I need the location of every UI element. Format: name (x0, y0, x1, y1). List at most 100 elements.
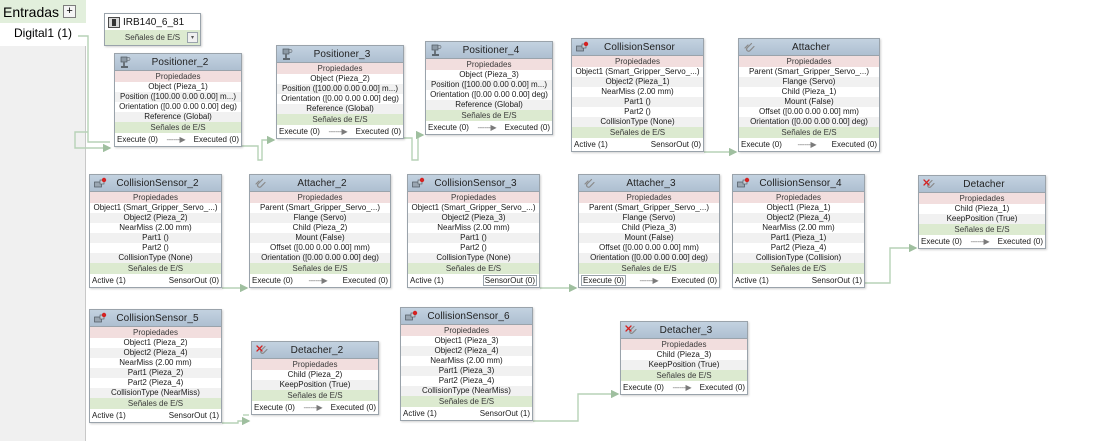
property-row[interactable]: Reference (Global) (115, 112, 241, 122)
property-row[interactable]: Orientation ([0.00 0.00 0.00] deg) (579, 253, 719, 263)
property-row[interactable]: CollisionType (None) (572, 117, 703, 127)
property-row[interactable]: Part1 () (408, 233, 539, 243)
property-row[interactable]: NearMiss (2.00 mm) (430, 356, 503, 365)
port-input[interactable]: Execute (0) (252, 276, 293, 285)
property-row[interactable]: Child (Pieza_1) (781, 87, 837, 96)
property-row[interactable]: CollisionType (NearMiss) (401, 386, 532, 396)
property-row[interactable]: Mount (False) (739, 97, 879, 107)
property-row[interactable]: NearMiss (2.00 mm) (762, 223, 835, 232)
property-row[interactable]: Object2 (Pieza_1) (572, 77, 703, 87)
add-input-button[interactable]: + (63, 5, 77, 18)
port-output[interactable]: SensorOut (0) (168, 276, 219, 285)
property-row[interactable]: Object1 (Smart_Gripper_Servo_...) (575, 67, 700, 76)
port-output[interactable]: SensorOut (1) (168, 411, 219, 420)
property-row[interactable]: Orientation ([0.00 0.00 0.00] deg) (739, 117, 879, 127)
port-input[interactable]: Execute (0) (117, 135, 158, 144)
property-row[interactable]: Part1 () (90, 233, 221, 243)
property-row[interactable]: Flange (Servo) (250, 213, 390, 223)
property-row[interactable]: Object1 (Pieza_2) (123, 338, 188, 347)
port-input[interactable]: Active (1) (92, 411, 126, 420)
port-input[interactable]: Active (1) (735, 276, 769, 285)
port-input[interactable]: Execute (0) (428, 123, 469, 132)
property-row[interactable]: Child (Pieza_1) (954, 204, 1010, 213)
property-row[interactable]: Object2 (Pieza_3) (408, 213, 539, 223)
property-row[interactable]: Orientation ([0.00 0.00 0.00] deg) (119, 102, 237, 111)
property-row[interactable]: CollisionType (None) (90, 253, 221, 263)
property-row[interactable]: CollisionType (None) (408, 253, 539, 263)
property-row[interactable]: Child (Pieza_2) (287, 370, 343, 379)
port-output[interactable]: Executed (0) (671, 276, 717, 285)
property-row[interactable]: Object2 (Pieza_2) (90, 213, 221, 223)
port-input[interactable]: Execute (0) (279, 127, 320, 136)
port-output[interactable]: SensorOut (0) (482, 275, 537, 286)
property-row[interactable]: Object1 (Pieza_3) (434, 336, 499, 345)
property-row[interactable]: Offset ([0.00 0.00 0.00] mm) (270, 243, 370, 252)
port-output[interactable]: Executed (0) (997, 237, 1043, 246)
property-row[interactable]: Flange (Servo) (579, 213, 719, 223)
property-row[interactable]: Part2 (Pieza_4) (127, 378, 184, 387)
property-row[interactable]: Object (Pieza_2) (310, 74, 370, 83)
property-row[interactable]: Position ([100.00 0.00 0.00] m...) (426, 80, 552, 90)
port-output[interactable]: Executed (0) (355, 127, 401, 136)
property-row[interactable]: Part2 () (142, 243, 169, 252)
property-row[interactable]: Flange (Servo) (739, 77, 879, 87)
port-input[interactable]: Execute (0) (581, 275, 626, 286)
property-row[interactable]: Parent (Smart_Gripper_Servo_...) (748, 67, 870, 76)
property-row[interactable]: Object (Pieza_3) (459, 70, 519, 79)
property-row[interactable]: Reference (Global) (277, 104, 403, 114)
property-row[interactable]: Object2 (Pieza_4) (733, 213, 864, 223)
property-row[interactable]: Position ([100.00 0.00 0.00] m...) (115, 92, 241, 102)
property-row[interactable]: KeepPosition (True) (252, 380, 378, 390)
property-row[interactable]: NearMiss (2.00 mm) (119, 223, 192, 232)
port-output[interactable]: Executed (0) (831, 140, 877, 149)
property-row[interactable]: Part2 () (624, 107, 651, 116)
property-row[interactable]: Object1 (Smart_Gripper_Servo_...) (411, 203, 536, 212)
port-output[interactable]: Executed (0) (699, 383, 745, 392)
property-row[interactable]: Mount (False) (250, 233, 390, 243)
port-input[interactable]: Active (1) (403, 409, 437, 418)
property-row[interactable]: Object2 (Pieza_4) (401, 346, 532, 356)
port-output[interactable]: Executed (0) (504, 123, 550, 132)
port-output[interactable]: Executed (0) (342, 276, 388, 285)
property-row[interactable]: Object1 (Pieza_1) (766, 203, 831, 212)
property-row[interactable]: Parent (Smart_Gripper_Servo_...) (259, 203, 381, 212)
port-input[interactable]: Active (1) (574, 140, 608, 149)
property-row[interactable]: Child (Pieza_3) (621, 223, 677, 232)
device-node-irb140[interactable]: IRB140_6_81 Señales de E/S ▾ (104, 13, 201, 46)
property-row[interactable]: Part1 (Pieza_2) (90, 368, 221, 378)
property-row[interactable]: NearMiss (2.00 mm) (437, 223, 510, 232)
property-row[interactable]: KeepPosition (True) (621, 360, 747, 370)
property-row[interactable]: NearMiss (2.00 mm) (119, 358, 192, 367)
port-output[interactable]: SensorOut (1) (479, 409, 530, 418)
property-row[interactable]: CollisionType (NearMiss) (90, 388, 221, 398)
property-row[interactable]: Offset ([0.00 0.00 0.00] mm) (599, 243, 699, 252)
property-row[interactable]: Object1 (Smart_Gripper_Servo_...) (93, 203, 218, 212)
port-input[interactable]: Execute (0) (254, 403, 295, 412)
port-output[interactable]: Executed (0) (330, 403, 376, 412)
port-output[interactable]: SensorOut (0) (650, 140, 701, 149)
property-row[interactable]: Child (Pieza_3) (656, 350, 712, 359)
property-row[interactable]: Part2 () (460, 243, 487, 252)
port-input[interactable]: Execute (0) (741, 140, 782, 149)
property-row[interactable]: Orientation ([0.00 0.00 0.00] deg) (430, 90, 548, 99)
property-row[interactable]: Parent (Smart_Gripper_Servo_...) (588, 203, 710, 212)
property-row[interactable]: Position ([100.00 0.00 0.00] m...) (277, 84, 403, 94)
property-row[interactable]: Part2 (Pieza_4) (438, 376, 495, 385)
property-row[interactable]: Offset ([0.00 0.00 0.00] mm) (759, 107, 859, 116)
property-row[interactable]: Reference (Global) (426, 100, 552, 110)
property-row[interactable]: Part1 (Pieza_1) (733, 233, 864, 243)
input-signal-digital1[interactable]: Digital1 (1) (13, 26, 73, 40)
